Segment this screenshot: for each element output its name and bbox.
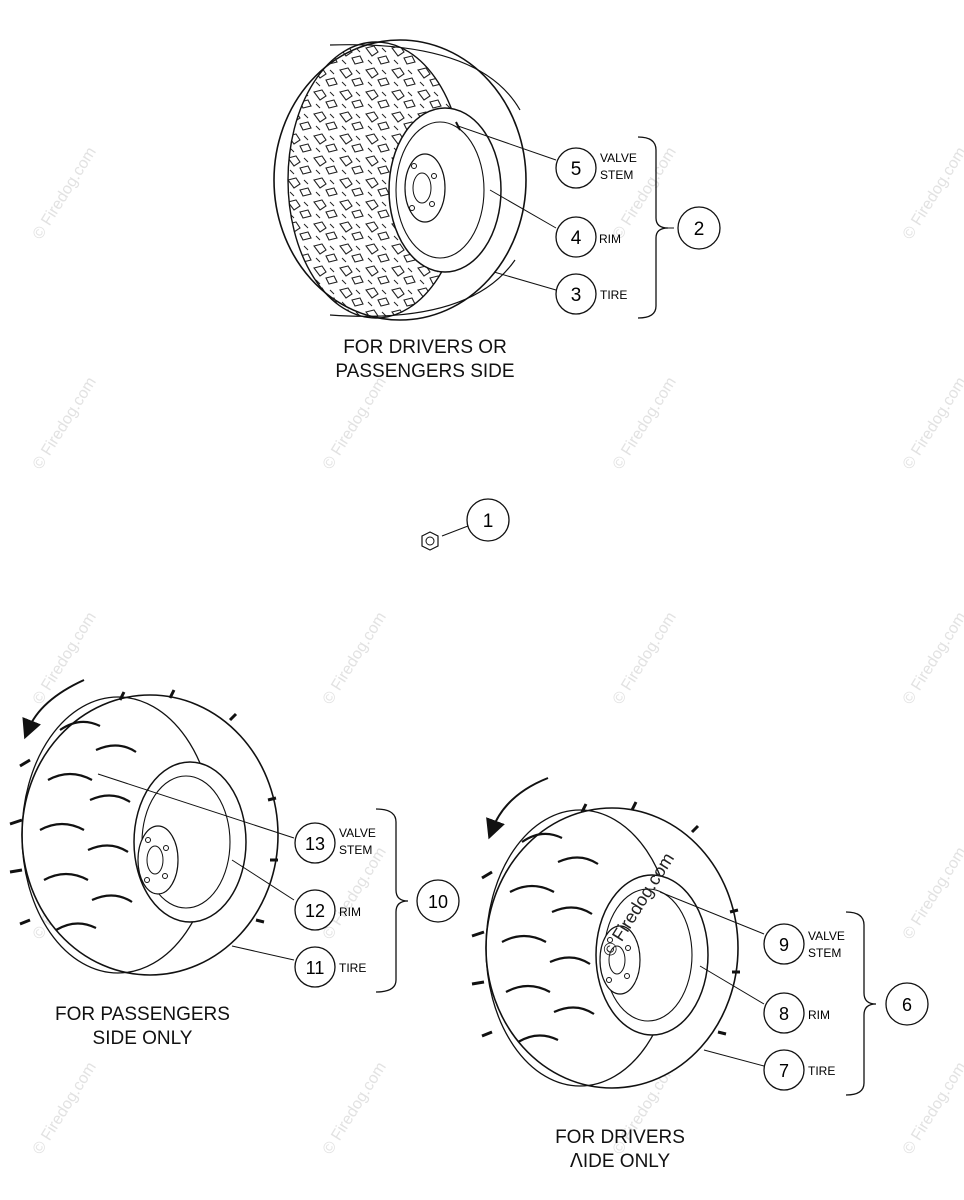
label-tire: TIRE bbox=[808, 1064, 835, 1078]
right-rim-drawing bbox=[595, 874, 709, 1036]
label-valve-stem: VALVE bbox=[339, 826, 376, 840]
callout-number: 9 bbox=[779, 935, 789, 955]
callout-3: 3 bbox=[555, 273, 597, 315]
label-tire: TIRE bbox=[600, 288, 627, 302]
caption-line: PASSENGERS SIDE bbox=[335, 361, 515, 382]
callout-11: 11 bbox=[294, 946, 336, 988]
caption-line: ᐱIDE ONLY bbox=[569, 1151, 671, 1172]
label-valve-stem: STEM bbox=[600, 168, 633, 182]
callout-12: 12 bbox=[294, 889, 336, 931]
callout-number: 13 bbox=[305, 834, 325, 854]
callout-number: 6 bbox=[902, 995, 912, 1015]
callout-6: 6 bbox=[885, 982, 929, 1026]
top-rim-drawing bbox=[388, 107, 502, 273]
callout-2: 2 bbox=[677, 206, 721, 250]
caption-line: FOR DRIVERS bbox=[555, 1127, 685, 1148]
label-valve-stem: VALVE bbox=[600, 151, 637, 165]
label-valve-stem: STEM bbox=[339, 843, 372, 857]
callout-number: 12 bbox=[305, 901, 325, 921]
caption-left: FOR PASSENGERS SIDE ONLY bbox=[20, 1003, 265, 1051]
callout-number: 7 bbox=[779, 1061, 789, 1081]
callout-number: 3 bbox=[571, 285, 582, 306]
label-valve-stem: VALVE bbox=[808, 929, 845, 943]
label-rim: RIM bbox=[808, 1008, 830, 1022]
left-rim-drawing bbox=[133, 761, 247, 923]
callout-10: 10 bbox=[416, 879, 460, 923]
callout-number: 11 bbox=[306, 958, 325, 978]
caption-line: FOR DRIVERS OR bbox=[343, 337, 507, 358]
right-wheel-assembly bbox=[471, 777, 877, 1096]
label-rim: RIM bbox=[339, 905, 361, 919]
caption-top: FOR DRIVERS OR PASSENGERS SIDE bbox=[300, 336, 550, 384]
label-tire: TIRE bbox=[339, 961, 366, 975]
rotation-arrow bbox=[22, 679, 85, 740]
callout-5: 5 bbox=[555, 147, 597, 189]
left-wheel-assembly bbox=[9, 679, 409, 993]
callout-13: 13 bbox=[294, 822, 336, 864]
callout-number: 10 bbox=[428, 892, 448, 912]
callout-number: 5 bbox=[571, 159, 582, 180]
callout-number: 2 bbox=[694, 219, 705, 240]
callout-7: 7 bbox=[763, 1049, 805, 1091]
top-wheel-assembly bbox=[273, 39, 674, 321]
callout-number: 4 bbox=[571, 228, 582, 249]
callout-8: 8 bbox=[763, 992, 805, 1034]
callout-1: 1 bbox=[466, 498, 510, 542]
callout-number: 8 bbox=[779, 1004, 789, 1024]
caption-line: FOR PASSENGERS bbox=[55, 1004, 230, 1025]
callout-9: 9 bbox=[763, 923, 805, 965]
callout-number: 1 bbox=[483, 511, 494, 532]
rotation-arrow bbox=[486, 777, 549, 840]
label-rim: RIM bbox=[599, 232, 621, 246]
caption-line: SIDE ONLY bbox=[92, 1028, 193, 1049]
callout-4: 4 bbox=[555, 216, 597, 258]
label-valve-stem: STEM bbox=[808, 946, 841, 960]
caption-right: FOR DRIVERS ᐱIDE ONLY bbox=[510, 1126, 730, 1174]
lug-nut-part bbox=[421, 525, 469, 551]
